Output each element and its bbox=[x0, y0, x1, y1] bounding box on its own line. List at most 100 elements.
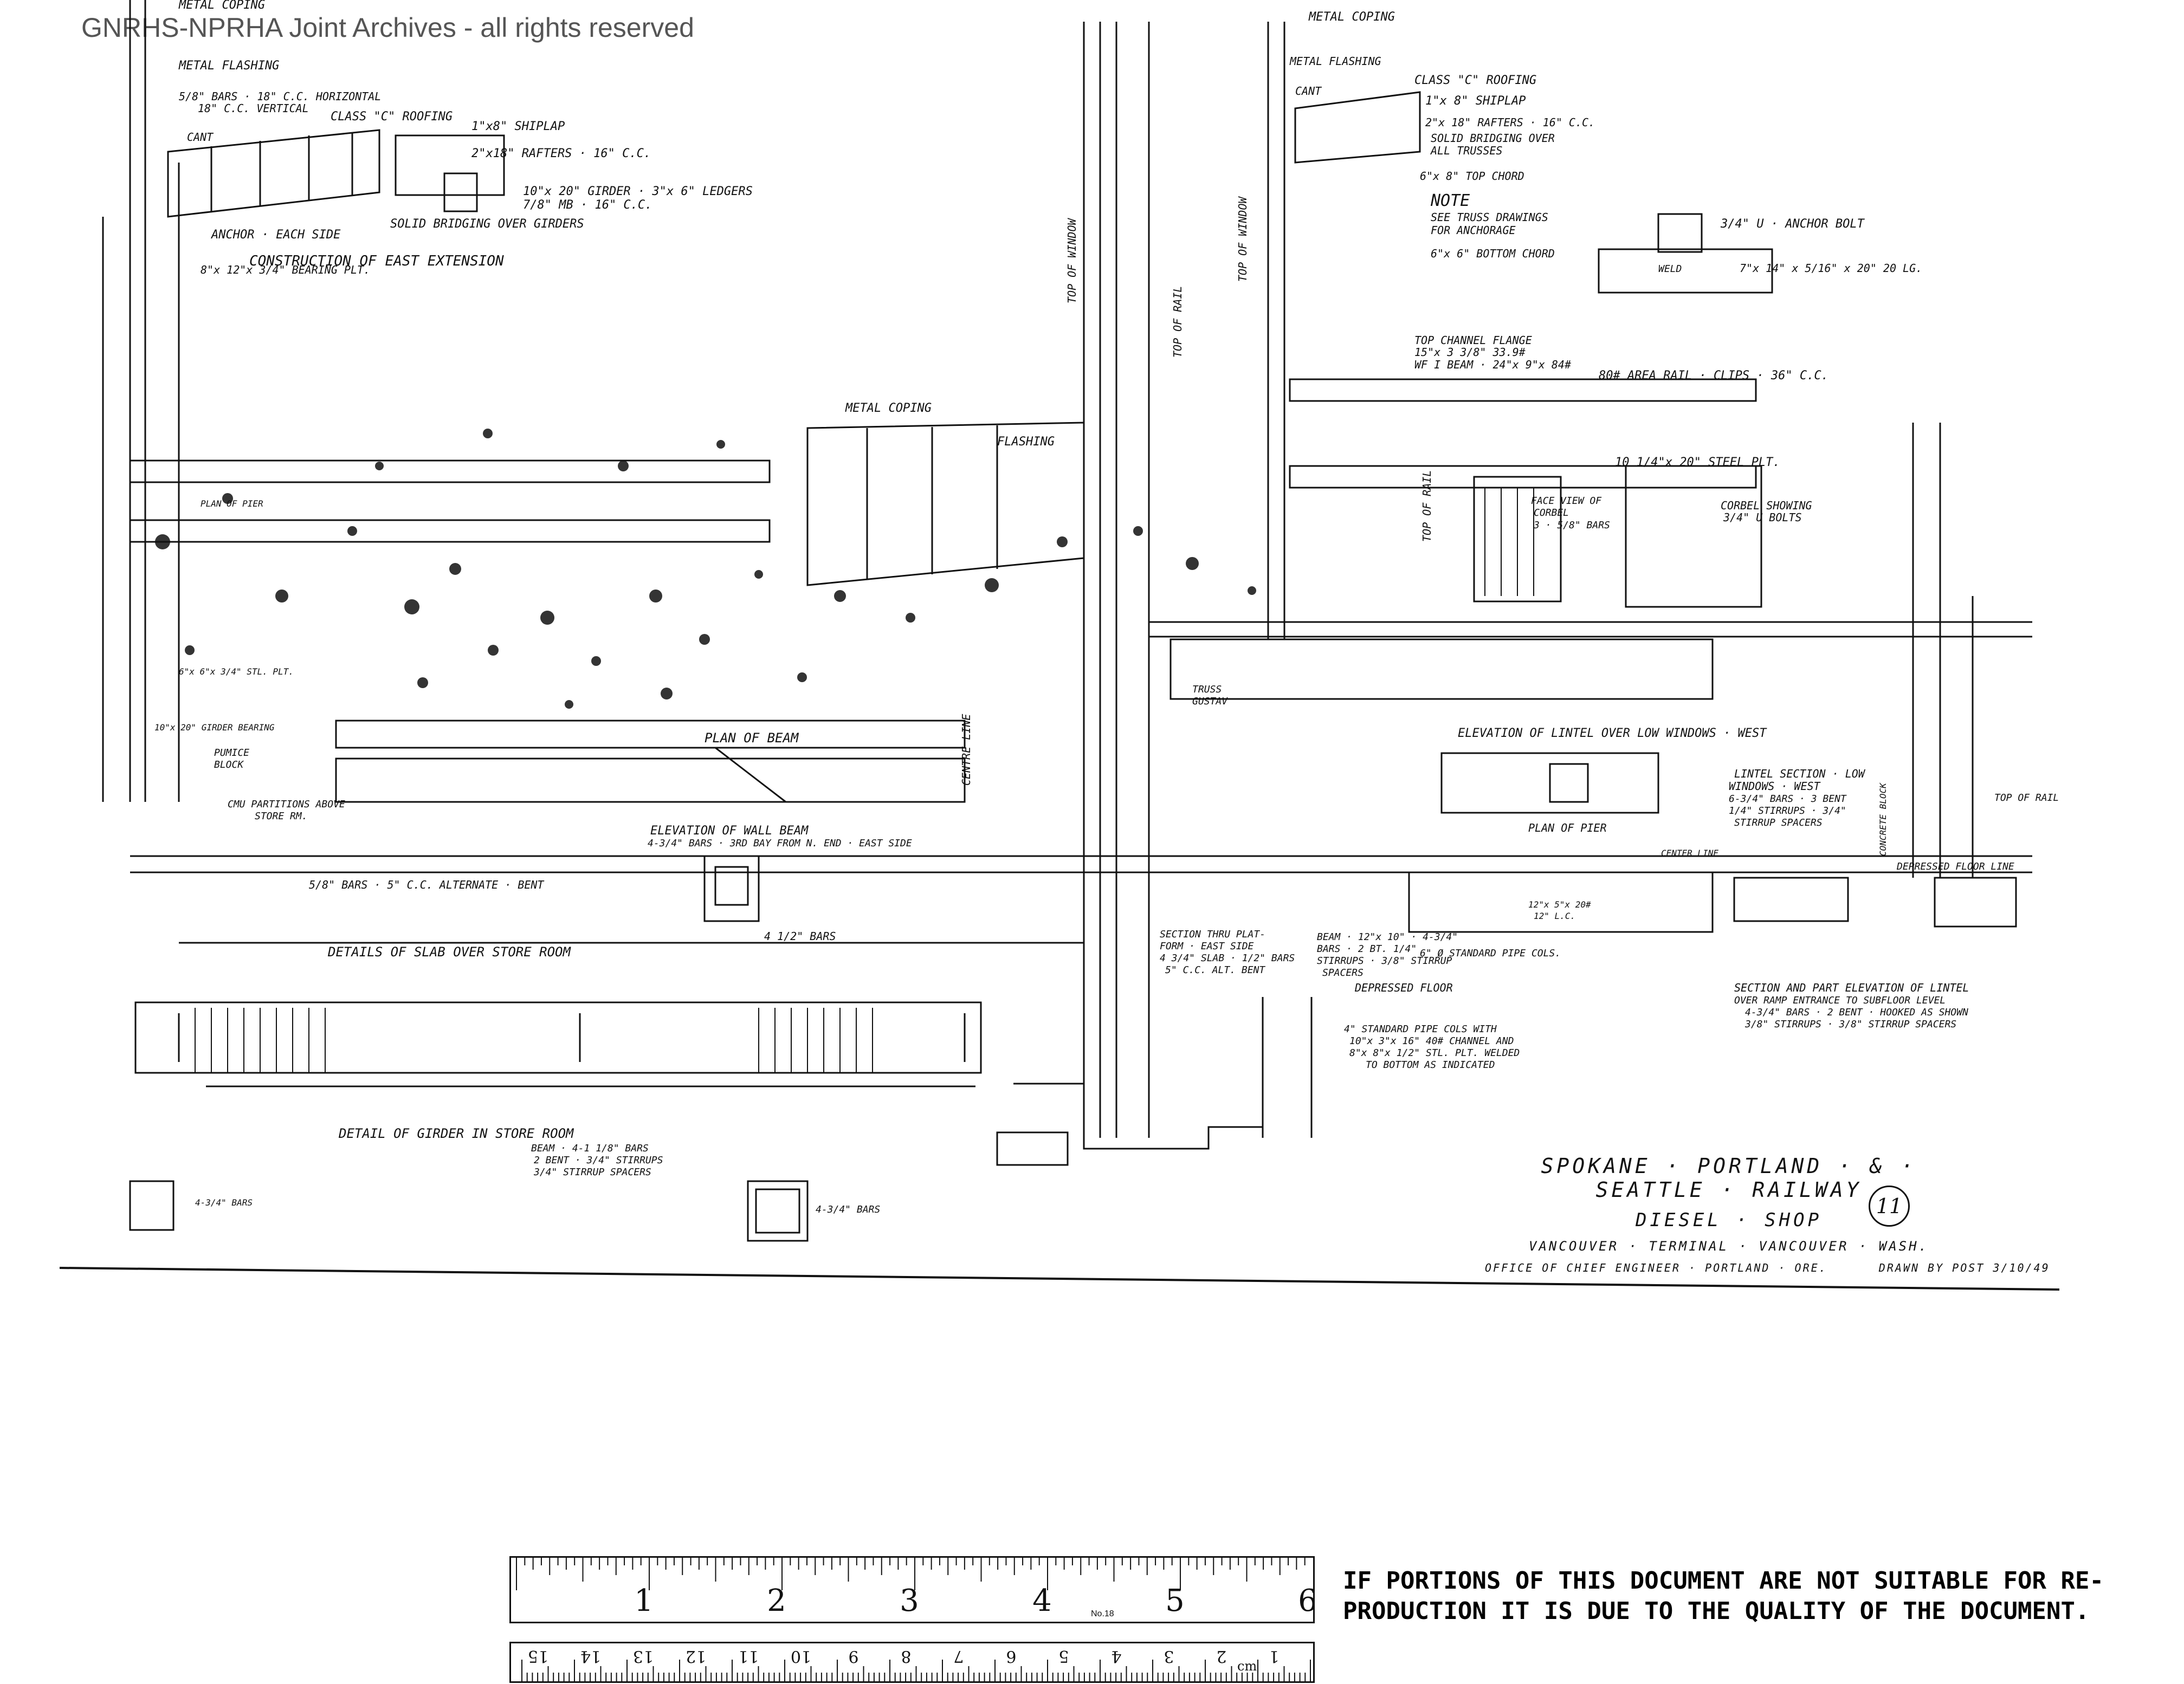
label-shiplap-2: 1"x 8" SHIPLAP bbox=[1425, 94, 1526, 108]
ruler-cm-label: 9 bbox=[848, 1647, 858, 1666]
label-plan-of-beam: PLAN OF BEAM bbox=[705, 730, 799, 746]
label-top-of-window-2: TOP OF WINDOW bbox=[1236, 196, 1249, 282]
ruler-cm-label: 13 bbox=[633, 1647, 654, 1666]
quality-notice: IF PORTIONS OF THIS DOCUMENT ARE NOT SUI… bbox=[1343, 1567, 2104, 1625]
label-plate-1: 7"x 14" x 5/16" x 20" 20 LG. bbox=[1740, 262, 1922, 275]
ruler-cm-label: 12 bbox=[686, 1647, 706, 1666]
label-lintel-section-2: WINDOWS · WEST bbox=[1729, 780, 1821, 793]
ruler-cm-label: 7 bbox=[953, 1647, 964, 1666]
label-metal-coping-3: METAL COPING bbox=[845, 401, 932, 415]
label-face-view-1: FACE VIEW OF bbox=[1531, 495, 1602, 507]
ruler-cm-label: 4 bbox=[1111, 1647, 1121, 1666]
label-channel-size: 12"x 5"x 20# bbox=[1528, 899, 1591, 910]
label-rafters-1: 2"x18" RAFTERS · 16" C.C. bbox=[471, 147, 651, 160]
label-elevation-wall-beam-1: ELEVATION OF WALL BEAM bbox=[650, 824, 809, 838]
label-pipe-cols-2: 10"x 3"x 16" 40# CHANNEL AND bbox=[1349, 1035, 1514, 1047]
drawing-labels: METAL COPING METAL FLASHING 5/8" BARS · … bbox=[154, 0, 2059, 1215]
ruler-cm-label: 3 bbox=[1164, 1647, 1174, 1666]
drawing-hatch bbox=[195, 488, 1534, 1073]
label-pumice-2: BLOCK bbox=[214, 759, 244, 770]
title-location: VANCOUVER · TERMINAL · VANCOUVER · WASH. bbox=[1529, 1239, 1929, 1254]
label-lintel-section-1: LINTEL SECTION · LOW bbox=[1734, 767, 1866, 780]
title-office-line: OFFICE OF CHIEF ENGINEER · PORTLAND · OR… bbox=[1485, 1261, 2049, 1274]
label-weld: WELD bbox=[1658, 263, 1682, 275]
label-solid-bridging-trusses-1: SOLID BRIDGING OVER bbox=[1431, 132, 1555, 145]
label-truss-1: TRUSS bbox=[1192, 684, 1222, 695]
label-beam-bars-3: 3/4" STIRRUP SPACERS bbox=[533, 1167, 651, 1178]
label-std-pipe: 6" Ø STANDARD PIPE COLS. bbox=[1420, 948, 1561, 959]
ruler-inch-label: 1 bbox=[634, 1583, 654, 1618]
label-note: NOTE bbox=[1430, 191, 1470, 210]
title-office: OFFICE OF CHIEF ENGINEER · PORTLAND · OR… bbox=[1485, 1261, 1827, 1274]
label-anchor: ANCHOR · EACH SIDE bbox=[210, 228, 341, 242]
label-bars-4-1-2: 4 1/2" BARS bbox=[764, 930, 836, 943]
label-beam-section-4: SPACERS bbox=[1322, 967, 1364, 979]
ruler-inch-label: 4 bbox=[1032, 1583, 1052, 1618]
label-section-platform-3: 4 3/4" SLAB · 1/2" BARS bbox=[1160, 953, 1295, 964]
label-bottom-chord: 6"x 6" BOTTOM CHORD bbox=[1431, 247, 1555, 260]
title-railway: SPOKANE · PORTLAND · & · SEATTLE · RAILW… bbox=[1541, 1154, 1917, 1202]
label-area-rail: 80# AREA RAIL · CLIPS · 36" C.C. bbox=[1599, 369, 1828, 383]
label-details-slab: DETAILS OF SLAB OVER STORE ROOM bbox=[327, 944, 571, 960]
label-top-channel-1: TOP CHANNEL FLANGE bbox=[1414, 334, 1532, 347]
ruler-inch-label: 2 bbox=[767, 1583, 786, 1618]
label-rafters-2: 2"x 18" RAFTERS · 16" C.C. bbox=[1425, 116, 1595, 129]
label-metal-flashing-2: METAL FLASHING bbox=[1289, 55, 1381, 68]
label-note-2: FOR ANCHORAGE bbox=[1431, 224, 1516, 237]
label-metal-coping-1: METAL COPING bbox=[178, 0, 265, 12]
label-metal-coping-2: METAL COPING bbox=[1308, 10, 1395, 24]
ruler-cm-unit: cm bbox=[1237, 1659, 1257, 1674]
ruler-cm-label: 10 bbox=[791, 1647, 811, 1666]
label-mb: 7/8" MB · 16" C.C. bbox=[523, 198, 652, 212]
label-section-part-elev-3: 4-3/4" BARS · 2 BENT · HOOKED AS SHOWN bbox=[1745, 1007, 1968, 1018]
label-center-line: CENTER LINE bbox=[1661, 848, 1718, 858]
label-depressed-floor: DEPRESSED FLOOR bbox=[1354, 981, 1453, 994]
label-bars-slab: 5/8" BARS · 5" C.C. ALTERNATE · BENT bbox=[309, 878, 545, 891]
blueprint-drawing: METAL COPING METAL FLASHING 5/8" BARS · … bbox=[59, 0, 2060, 1291]
label-beam-section-1: BEAM · 12"x 10" · 4-3/4" bbox=[1317, 931, 1458, 943]
label-channel-spacing: 12" L.C. bbox=[1534, 911, 1575, 921]
drawing-speckle bbox=[155, 429, 1256, 709]
label-construction-east: CONSTRUCTION OF EAST EXTENSION bbox=[249, 253, 504, 269]
label-concrete-block: CONCRETE BLOCK bbox=[1878, 782, 1888, 856]
label-bars-vertical: 18" C.C. VERTICAL bbox=[198, 102, 309, 115]
label-truss-2: GUSTAV bbox=[1192, 696, 1228, 707]
label-cant-2: CANT bbox=[1295, 85, 1322, 98]
label-class-c-roofing-1: CLASS "C" ROOFING bbox=[331, 110, 453, 124]
label-bars-box-2: 4-3/4" BARS bbox=[816, 1204, 880, 1215]
label-section-platform-2: FORM · EAST SIDE bbox=[1160, 941, 1254, 952]
ruler-cm-label: 5 bbox=[1058, 1647, 1069, 1666]
ruler-cm-label: 2 bbox=[1216, 1647, 1226, 1666]
label-corbel-1: CORBEL SHOWING bbox=[1721, 499, 1812, 512]
drawing-linework bbox=[59, 0, 2060, 1291]
ruler-cm-label: 14 bbox=[580, 1647, 601, 1666]
ruler-inch-label: 5 bbox=[1165, 1583, 1185, 1618]
title-shop: DIESEL · SHOP bbox=[1635, 1209, 1823, 1231]
label-beam-section-2: BARS · 2 BT. 1/4" bbox=[1317, 943, 1417, 955]
archive-watermark: GNRHS-NPRHA Joint Archives - all rights … bbox=[81, 12, 694, 43]
label-section-part-elev-2: OVER RAMP ENTRANCE TO SUBFLOOR LEVEL bbox=[1734, 995, 1946, 1006]
label-steel-plt: 10 1/4"x 20" STEEL PLT. bbox=[1615, 456, 1780, 469]
label-beam-bars-2: 2 BENT · 3/4" STIRRUPS bbox=[534, 1155, 663, 1166]
label-section-platform-1: SECTION THRU PLAT- bbox=[1160, 929, 1265, 940]
label-centre-line: CENTRE LINE bbox=[960, 714, 973, 786]
label-pipe-cols-4: TO BOTTOM AS INDICATED bbox=[1366, 1059, 1495, 1071]
label-lintel-section-5: STIRRUP SPACERS bbox=[1734, 817, 1823, 828]
label-top-of-rail-3: TOP OF RAIL bbox=[1994, 792, 2059, 804]
label-elevation-wall-beam-2: 4-3/4" BARS · 3RD BAY FROM N. END · EAST… bbox=[648, 838, 912, 849]
label-section-platform-4: 5" C.C. ALT. BENT bbox=[1165, 964, 1265, 976]
label-bars-box-1: 4-3/4" BARS bbox=[195, 1197, 253, 1208]
label-detail-girder: DETAIL OF GIRDER IN STORE ROOM bbox=[338, 1126, 574, 1141]
label-lintel-section-3: 6-3/4" BARS · 3 BENT bbox=[1729, 793, 1847, 805]
label-elevation-lintel: ELEVATION OF LINTEL OVER LOW WINDOWS · W… bbox=[1458, 727, 1767, 740]
title-drawn: DRAWN BY POST 3/10/49 bbox=[1878, 1261, 2050, 1274]
ruler-cm-label: 1 bbox=[1269, 1647, 1279, 1666]
ruler-inch-label: 3 bbox=[900, 1583, 919, 1618]
label-class-c-roofing-2: CLASS "C" ROOFING bbox=[1414, 74, 1536, 87]
label-bars-horizontal: 5/8" BARS · 18" C.C. HORIZONTAL bbox=[179, 90, 381, 103]
label-flashing-3: FLASHING bbox=[997, 435, 1055, 449]
ruler-cm-label: 11 bbox=[738, 1647, 759, 1666]
label-top-channel-3: WF I BEAM · 24"x 9"x 84# bbox=[1414, 358, 1572, 371]
label-top-chord: 6"x 8" TOP CHORD bbox=[1420, 170, 1524, 183]
